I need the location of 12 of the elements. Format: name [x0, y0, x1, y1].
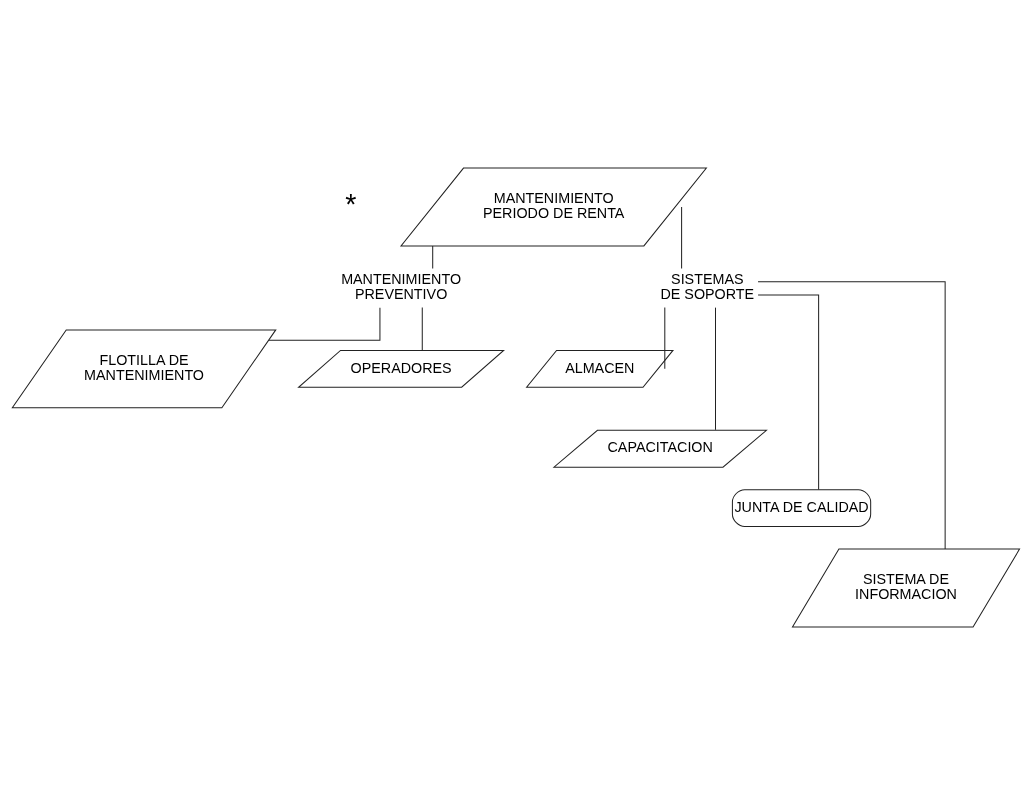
node-label: * — [345, 187, 357, 220]
connector — [715, 306, 716, 430]
connector — [268, 306, 381, 341]
connector — [681, 206, 683, 269]
node-text: MANTENIMIENTO PREVENTIVO — [341, 270, 462, 302]
node-text: SISTEMAS DE SOPORTE — [660, 270, 755, 302]
node-box: JUNTA DE CALIDAD — [731, 488, 872, 527]
connector — [757, 280, 946, 549]
connector — [757, 294, 820, 490]
connector — [664, 306, 666, 369]
connector — [432, 245, 434, 269]
connector — [421, 306, 423, 351]
